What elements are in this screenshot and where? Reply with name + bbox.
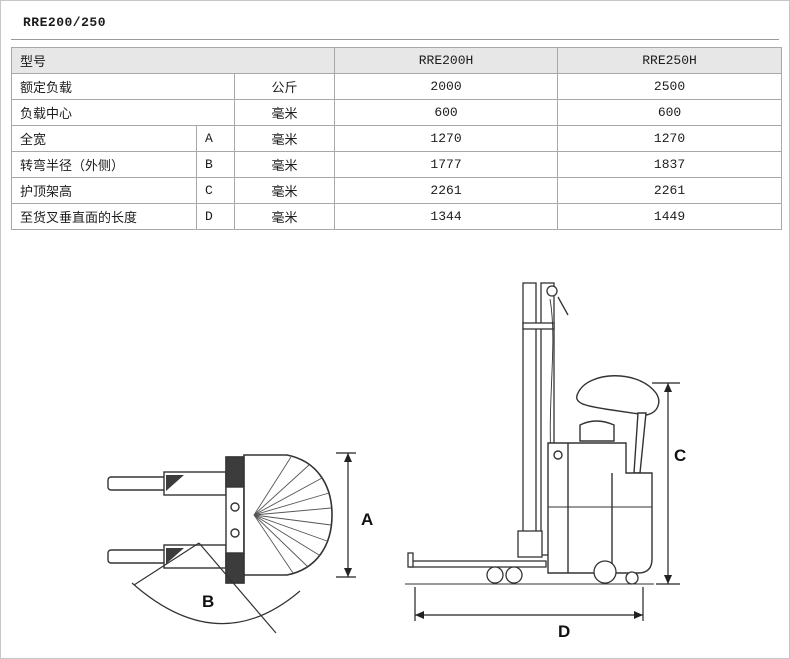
header-rre200h: RRE200H <box>334 47 559 74</box>
dimension-d-arrow <box>414 587 644 621</box>
title-divider <box>11 39 779 40</box>
dimension-c-arrow <box>652 382 680 585</box>
dim-label-a: A <box>361 510 373 529</box>
row-name: 护顶架高 <box>11 177 197 204</box>
row-dim-letter: A <box>196 125 235 152</box>
table-row: 全宽 A 毫米 1270 1270 <box>11 125 783 152</box>
row-name: 转弯半径（外侧） <box>11 151 197 178</box>
row-value-rre250h: 1837 <box>557 151 783 178</box>
turning-radius-arc <box>131 542 301 634</box>
side-view-drawing: C D <box>405 282 686 641</box>
chassis-hatching <box>253 456 332 574</box>
top-view-drawing: A B <box>107 452 373 634</box>
header-rre250h: RRE250H <box>557 47 783 74</box>
dim-label-b: B <box>202 592 214 611</box>
row-value-rre250h: 2500 <box>557 73 783 100</box>
row-unit: 毫米 <box>233 203 336 230</box>
row-dim-letter: B <box>196 151 235 178</box>
row-unit: 公斤 <box>233 73 336 100</box>
row-dim-letter: C <box>196 177 235 204</box>
row-value-rre200h: 2261 <box>334 177 559 204</box>
dim-label-d: D <box>558 622 570 641</box>
row-value-rre200h: 1777 <box>334 151 559 178</box>
table-row: 转弯半径（外侧） B 毫米 1777 1837 <box>11 151 783 178</box>
table-row: 额定负载 公斤 2000 2500 <box>11 73 783 100</box>
dimension-a-arrow <box>336 452 356 578</box>
row-value-rre200h: 1270 <box>334 125 559 152</box>
table-row: 至货叉垂直面的长度 D 毫米 1344 1449 <box>11 203 783 230</box>
row-name: 负载中心 <box>11 99 235 126</box>
row-value-rre250h: 2261 <box>557 177 783 204</box>
table-header-row: 型号 RRE200H RRE250H <box>10 47 783 74</box>
page-title: RRE200/250 <box>23 15 107 30</box>
row-dim-letter: D <box>196 203 235 230</box>
row-value-rre200h: 2000 <box>334 73 559 100</box>
row-name: 额定负载 <box>11 73 235 100</box>
row-value-rre200h: 1344 <box>334 203 559 230</box>
header-model-label: 型号 <box>10 47 336 74</box>
row-value-rre250h: 1270 <box>557 125 783 152</box>
row-value-rre250h: 1449 <box>557 203 783 230</box>
fork-carriage-top-view <box>225 456 245 584</box>
table-row: 负载中心 毫米 600 600 <box>11 99 783 126</box>
technical-drawings: A B <box>11 275 779 645</box>
row-unit: 毫米 <box>233 99 336 126</box>
row-unit: 毫米 <box>233 177 336 204</box>
forks-and-wheels <box>405 552 654 585</box>
table-row: 护顶架高 C 毫米 2261 2261 <box>11 177 783 204</box>
row-unit: 毫米 <box>233 125 336 152</box>
row-name: 至货叉垂直面的长度 <box>11 203 197 230</box>
row-value-rre250h: 600 <box>557 99 783 126</box>
row-unit: 毫米 <box>233 151 336 178</box>
row-value-rre200h: 600 <box>334 99 559 126</box>
truck-body <box>547 420 653 574</box>
dim-label-c: C <box>674 446 686 465</box>
chassis-top-view <box>243 454 333 576</box>
overhead-guard <box>576 375 660 474</box>
row-name: 全宽 <box>11 125 197 152</box>
spec-table: 型号 RRE200H RRE250H 额定负载 公斤 2000 2500 负载中… <box>10 47 783 230</box>
